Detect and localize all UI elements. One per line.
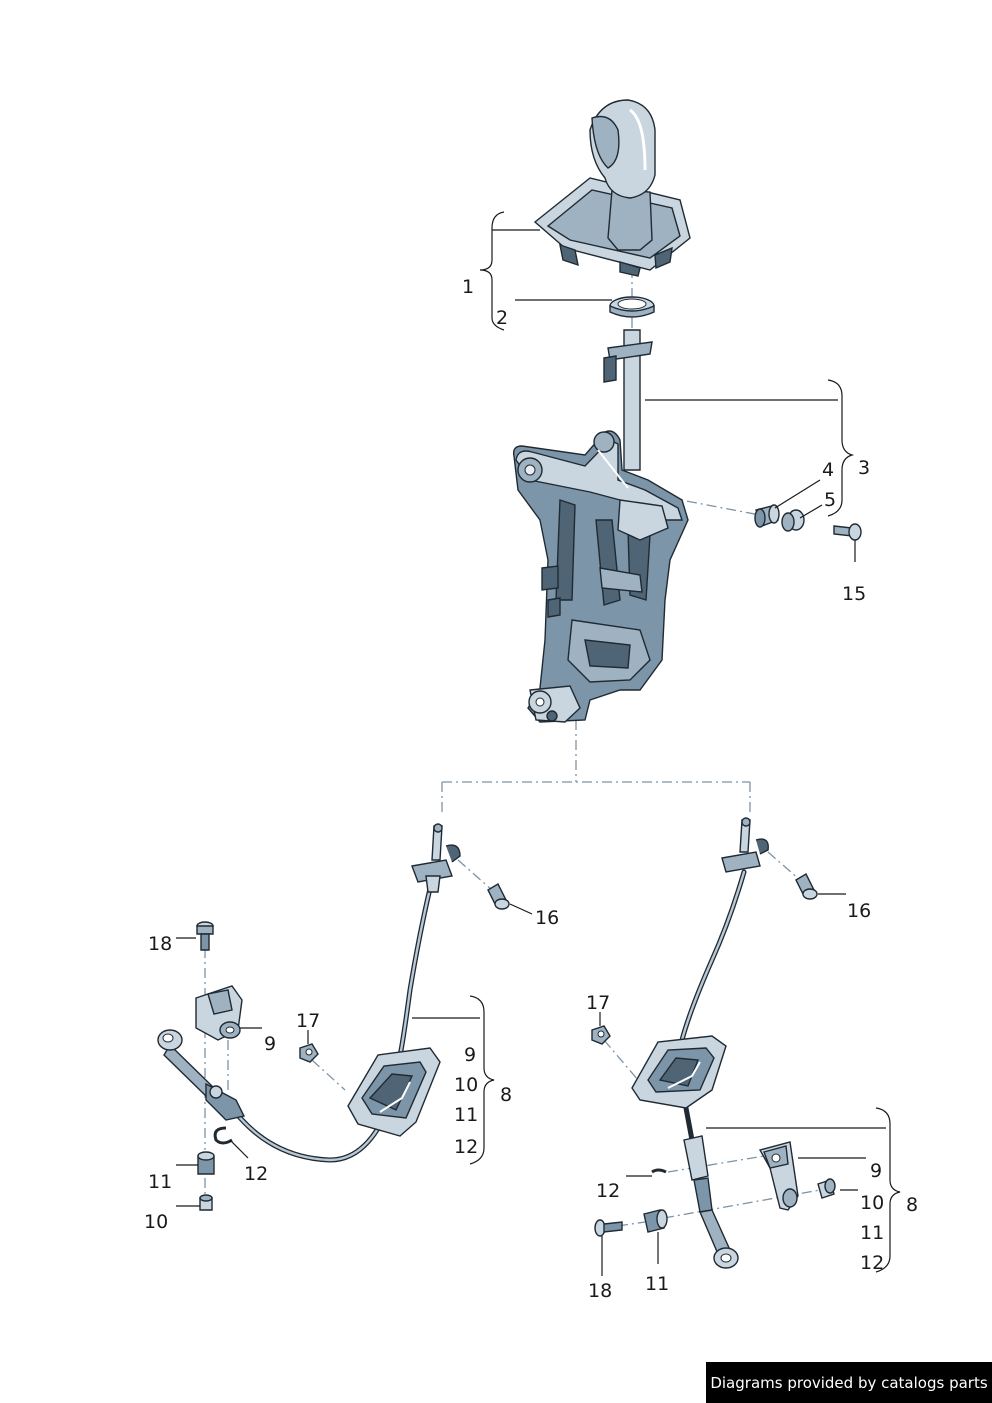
callout-labels: 1 2 3 4 5 15 16 16 18 9 17 9 10 11 12 8 … [144, 276, 918, 1302]
callout-12-right: 12 [596, 1180, 620, 1202]
sleeve-icon [199, 1194, 213, 1211]
callout-15: 15 [842, 583, 866, 605]
callout-9-left-group: 9 [464, 1044, 476, 1066]
screw-16-icon [487, 883, 510, 910]
callout-10-left-group: 10 [454, 1074, 478, 1096]
callout-12-left: 12 [244, 1163, 268, 1185]
callout-10-left: 10 [144, 1211, 168, 1233]
screw-16b-icon [795, 873, 818, 900]
callout-11-left-group: 11 [454, 1104, 478, 1126]
nut-17-icon [299, 1043, 319, 1063]
nut-icon [197, 1151, 215, 1175]
callout-11-right-group: 11 [860, 1222, 884, 1244]
right-cable-icon [679, 817, 769, 1269]
left-cable-icon [157, 823, 461, 1163]
callout-4: 4 [822, 459, 834, 481]
bolt-icon [196, 921, 214, 951]
callout-18-right: 18 [588, 1280, 612, 1302]
assembly-lines [204, 268, 821, 1227]
nut-17b-icon [591, 1025, 611, 1045]
leader-lines [176, 211, 901, 1276]
bracket-icon [195, 985, 243, 1041]
callout-17-left: 17 [296, 1010, 320, 1032]
callout-5: 5 [824, 489, 836, 511]
bracket-9b-icon [758, 1141, 799, 1211]
clip-icon [213, 1126, 233, 1145]
selector-housing-icon [512, 329, 689, 723]
right-cable-housing-icon [631, 1035, 727, 1109]
sleeve-10b-icon [817, 1178, 836, 1199]
bolt-18b-icon [594, 1219, 623, 1237]
ring-icon [609, 296, 655, 318]
callout-16-left: 16 [535, 907, 559, 929]
callout-8-right: 8 [906, 1194, 918, 1216]
gear-knob-icon [533, 99, 691, 277]
left-cable-housing-icon [347, 1047, 441, 1137]
callout-12-right-group: 12 [860, 1252, 884, 1274]
callout-8-left: 8 [500, 1084, 512, 1106]
bushing-icon [754, 504, 780, 528]
callout-9-left: 9 [264, 1033, 276, 1055]
callout-2: 2 [496, 307, 508, 329]
nut-11b-icon [643, 1209, 668, 1233]
washer-icon [781, 509, 805, 532]
callout-11-left: 11 [148, 1171, 172, 1193]
callout-10-right-group: 10 [860, 1192, 884, 1214]
callout-18-left: 18 [148, 933, 172, 955]
callout-9-right-group: 9 [870, 1160, 882, 1182]
watermark-banner: Diagrams provided by catalogs parts [706, 1362, 992, 1403]
callout-17-right: 17 [586, 992, 610, 1014]
callout-12-left-group: 12 [454, 1136, 478, 1158]
callout-16-right: 16 [847, 900, 871, 922]
callout-3: 3 [858, 457, 870, 479]
clip-12b-icon [651, 1168, 667, 1174]
callout-1: 1 [462, 276, 474, 298]
screw-icon [833, 523, 862, 541]
callout-11-right: 11 [645, 1273, 669, 1295]
